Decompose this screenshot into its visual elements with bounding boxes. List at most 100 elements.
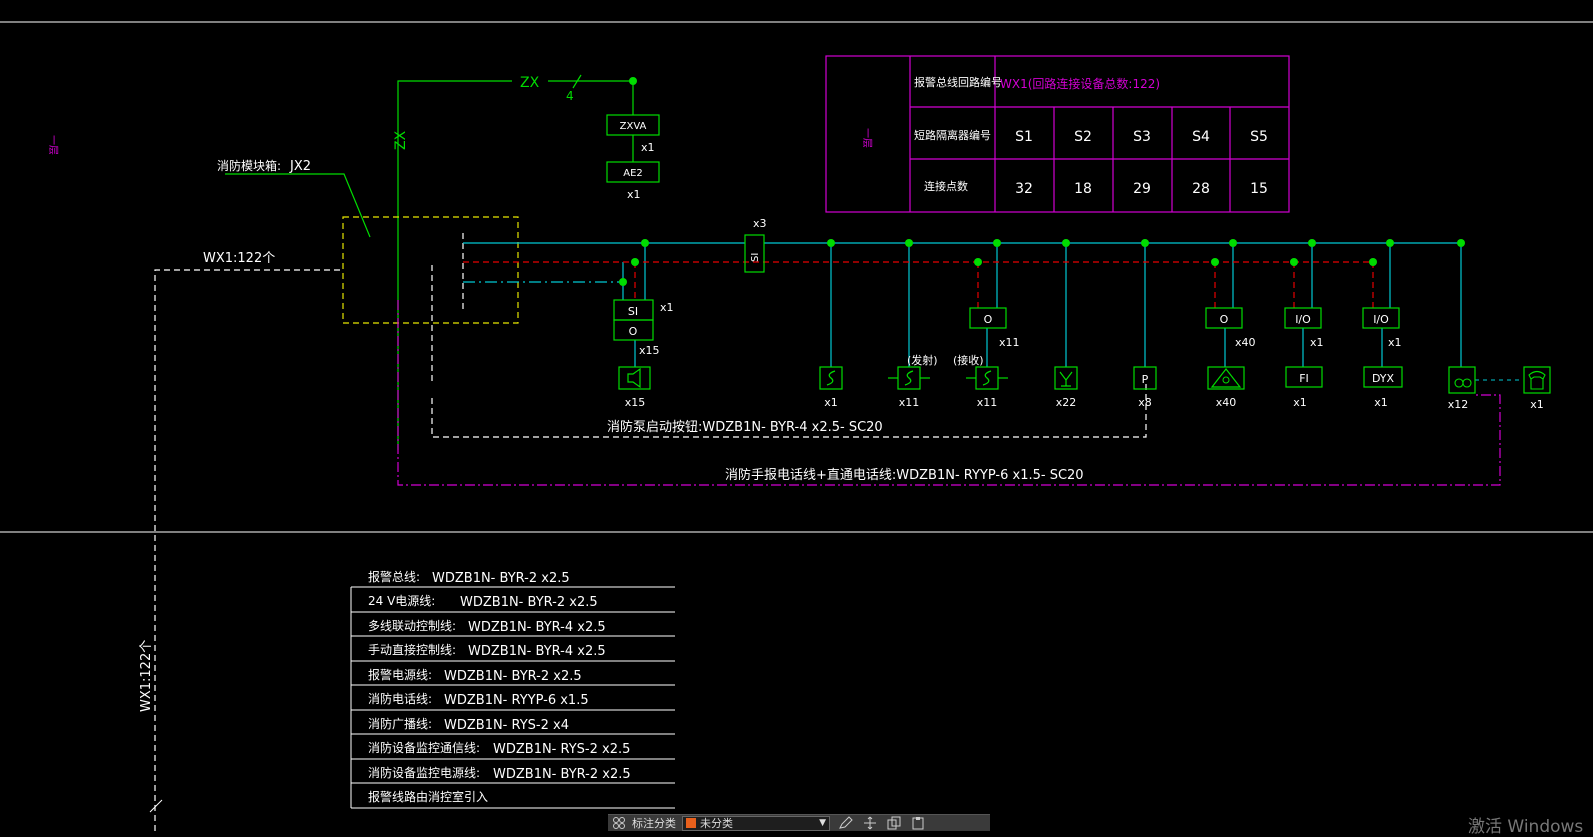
legend-name: 消防广播线: — [368, 716, 432, 731]
sprinkler-flow-icon[interactable] — [1054, 366, 1078, 390]
legend-spec: WDZB1N- BYR-2 x2.5 — [460, 595, 598, 610]
module-box-id: JX2 — [289, 159, 311, 174]
pump-button-cable-label: 消防泵启动按钮:WDZB1N- BYR-4 x2.5- SC20 — [607, 419, 883, 435]
category-color-swatch — [686, 818, 696, 828]
legend-name: 手动直接控制线: — [368, 642, 456, 657]
grid-icon[interactable] — [612, 816, 626, 830]
isolator-id: S1 — [1015, 129, 1033, 145]
count-manual-alarm: x40 — [1216, 396, 1237, 409]
table-row3-label: 连接点数 — [924, 180, 968, 193]
count-receiver: x11 — [977, 396, 998, 409]
point-count: 29 — [1133, 181, 1151, 197]
beam-transmitter-icon[interactable] — [888, 366, 930, 390]
edit-icon[interactable] — [838, 816, 854, 830]
pressure-switch-label: P — [1142, 373, 1149, 386]
table-floor: 一层 — [861, 128, 873, 148]
legend-spec: WDZB1N- BYR-2 x2.5 — [444, 669, 582, 684]
point-count: 32 — [1015, 181, 1033, 197]
mod-o2[interactable] — [1205, 307, 1243, 329]
legend-name: 多线联动控制线: — [368, 619, 456, 633]
table-row1-label: 报警总线回路编号 — [914, 75, 1002, 89]
si-module-label: SI — [628, 305, 638, 318]
legend-name: 消防设备监控电源线: — [368, 765, 480, 780]
point-count: 15 — [1250, 181, 1268, 197]
legend-spec: WDZB1N- RYS-2 x4 — [444, 718, 569, 733]
mod-io1[interactable] — [1284, 307, 1322, 329]
pressure-switch-icon[interactable]: P — [1133, 366, 1157, 390]
o-module-count: x15 — [639, 344, 660, 357]
isolator-id: S2 — [1074, 129, 1092, 145]
count-telephone: x1 — [1530, 398, 1544, 411]
power-monitor-label: DYX — [1372, 372, 1395, 385]
mod-io2-label: I/O — [1373, 313, 1389, 326]
zx-node — [629, 77, 637, 85]
o-module[interactable] — [613, 319, 654, 341]
zxva-box[interactable] — [606, 114, 660, 136]
ae2-label: AE2 — [623, 168, 643, 179]
floor-mark: 一层 — [47, 135, 59, 155]
phone-jack-icon[interactable] — [1448, 366, 1476, 394]
paste-icon[interactable] — [910, 816, 926, 830]
legend-name: 消防设备监控通信线: — [368, 740, 480, 755]
table-row1-value: WX1(回路连接设备总数:122) — [1000, 76, 1160, 91]
legend-spec: WDZB1N- RYYP-6 x1.5 — [444, 693, 589, 708]
mod-o1-count: x11 — [999, 336, 1020, 349]
ae2-box[interactable] — [606, 161, 660, 183]
beam-receiver-icon[interactable] — [966, 366, 1008, 390]
mod-io1-label: I/O — [1295, 313, 1311, 326]
power-monitor-icon[interactable]: DYX — [1363, 366, 1403, 388]
wx1-vertical-label: WX1:122个 — [139, 640, 154, 712]
device-count-labels: x15 x1 x11 x11 x22 x8 x40 x1 x1 x12 x1 — [625, 396, 1544, 411]
isolator-symbol-label: SI — [750, 253, 761, 262]
legend-name: 报警线路由消控室引入 — [368, 789, 488, 804]
module-box-jx2[interactable] — [342, 216, 519, 324]
zx-vertical-label: ZX — [393, 130, 409, 150]
loop-info-table — [825, 55, 1290, 213]
isolator-symbol[interactable] — [744, 234, 765, 273]
transmitter-label: (发射) — [907, 353, 938, 367]
legend-spec: WDZB1N- BYR-2 x2.5 — [493, 767, 631, 782]
mod-o2-count: x40 — [1235, 336, 1256, 349]
zx-horizontal-label: ZX — [520, 75, 540, 91]
annotation-toolbar: 标注分类 未分类 ▼ — [608, 814, 990, 831]
smoke-detector-icon[interactable] — [819, 366, 843, 390]
isolator-count: x3 — [753, 217, 767, 230]
alarm-bus-line — [463, 242, 1462, 367]
mod-o2-label: O — [1220, 313, 1229, 326]
move-icon[interactable] — [862, 816, 878, 830]
legend-name: 报警电源线: — [368, 667, 432, 682]
legend-name: 报警总线: — [368, 569, 420, 584]
activation-watermark: 激活 Windows — [1468, 817, 1584, 837]
isolator-ids: S1 S2 S3 S4 S5 — [1015, 129, 1268, 145]
legend-name: 24 V电源线: — [368, 594, 435, 608]
isolator-id: S4 — [1192, 129, 1210, 145]
copy-icon[interactable] — [886, 816, 902, 830]
count-transmitter: x11 — [899, 396, 920, 409]
count-power-monitor: x1 — [1374, 396, 1388, 409]
wx1-bus-line — [154, 233, 1147, 831]
zxva-count: x1 — [641, 141, 655, 154]
fire-indicator-icon[interactable]: FI — [1285, 366, 1323, 388]
manual-alarm-icon[interactable] — [1207, 366, 1245, 390]
speaker-icon[interactable] — [618, 366, 651, 390]
si-module-count: x1 — [660, 301, 674, 314]
category-selected-value: 未分类 — [700, 817, 733, 830]
count-fire-indicator: x1 — [1293, 396, 1307, 409]
annotation-category-select[interactable]: 未分类 ▼ — [682, 815, 830, 831]
telephone-icon[interactable] — [1523, 366, 1551, 394]
o-module-label: O — [629, 325, 638, 338]
legend-name: 消防电话线: — [368, 691, 432, 706]
bus-nodes — [619, 239, 1465, 286]
mod-io2[interactable] — [1362, 307, 1400, 329]
count-sprinkler: x22 — [1056, 396, 1077, 409]
mod-o1[interactable] — [969, 307, 1007, 329]
mod-io2-count: x1 — [1388, 336, 1402, 349]
zx-conductor-count: 4 — [566, 89, 574, 103]
mod-io1-count: x1 — [1310, 336, 1324, 349]
phone-cable-label: 消防手报电话线+直通电话线:WDZB1N- RYYP-6 x1.5- SC20 — [725, 467, 1084, 483]
chevron-down-icon: ▼ — [819, 818, 826, 828]
module-box-title: 消防模块箱: — [217, 158, 281, 173]
count-smoke: x1 — [824, 396, 838, 409]
wx1-horizontal-label: WX1:122个 — [203, 251, 275, 266]
